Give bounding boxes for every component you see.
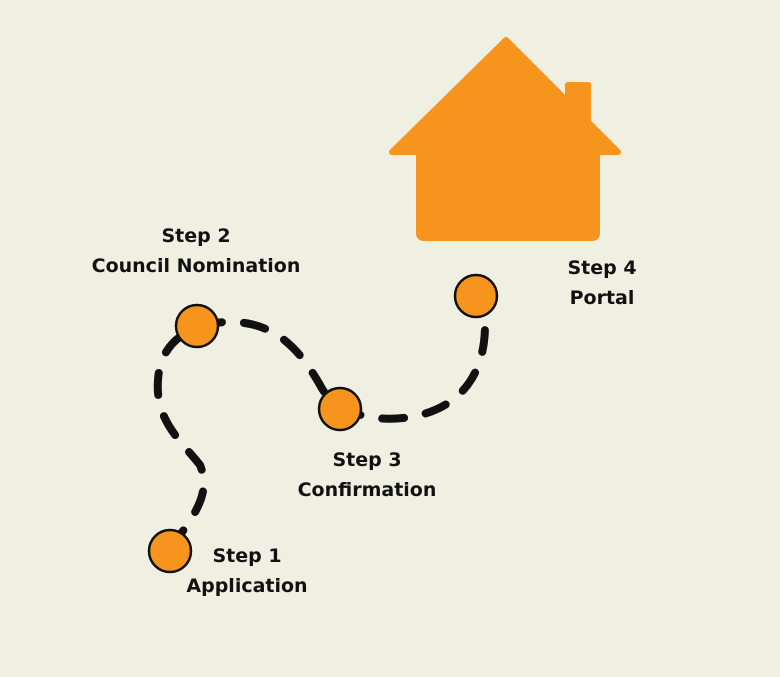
step-2-label: Step 2 Council Nomination	[92, 221, 301, 281]
step-3-label: Step 3 Confirmation	[298, 445, 437, 505]
step-1-label: Step 1 Application	[186, 541, 307, 601]
step-4-marker	[453, 273, 499, 319]
step-3-marker	[317, 386, 363, 432]
step-4-name: Portal	[569, 287, 635, 309]
step-1-name: Application	[186, 575, 308, 597]
step-1-title: Step 1	[212, 545, 282, 567]
step-2-name: Council Nomination	[91, 255, 301, 277]
step-4-label: Step 4 Portal	[567, 253, 636, 313]
step-3-title: Step 3	[332, 449, 402, 471]
step-4-title: Step 4	[567, 257, 637, 279]
step-1-marker	[147, 528, 193, 574]
step-3-name: Confirmation	[297, 479, 437, 501]
journey-path	[153, 296, 490, 552]
step-2-title: Step 2	[161, 225, 231, 247]
house-icon	[389, 37, 621, 241]
step-2-marker	[174, 303, 220, 349]
